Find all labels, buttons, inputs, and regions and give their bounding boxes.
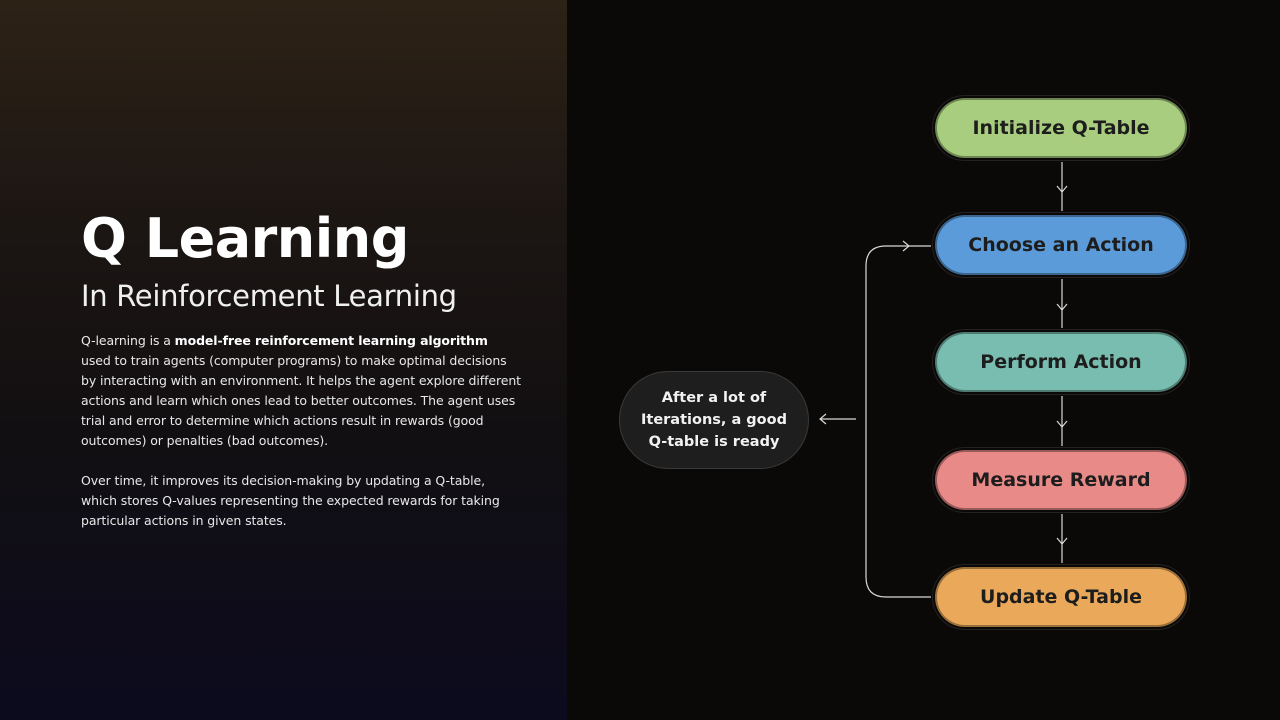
description-paragraph-2: Over time, it improves its decision-maki…: [81, 473, 500, 528]
step-initialize-q-table: Initialize Q-Table: [932, 95, 1190, 161]
step-label: Measure Reward: [971, 469, 1151, 491]
loop-connector: [865, 245, 931, 598]
step-choose-action: Choose an Action: [932, 212, 1190, 278]
arrowhead-1-2: [1056, 185, 1068, 193]
step-measure-reward: Measure Reward: [932, 447, 1190, 513]
description: Q-learning is a model-free reinforcement…: [81, 331, 521, 531]
step-label: Perform Action: [980, 351, 1142, 373]
result-note-text: After a lot of Iterations, a good Q-tabl…: [641, 390, 787, 450]
arrowhead-3-4: [1056, 420, 1068, 428]
result-note: After a lot of Iterations, a good Q-tabl…: [619, 371, 809, 469]
step-label: Update Q-Table: [980, 586, 1142, 608]
step-label: Choose an Action: [968, 234, 1154, 256]
left-panel: [0, 0, 567, 720]
slide-subtitle: In Reinforcement Learning: [81, 279, 457, 313]
arrowhead-4-5: [1056, 537, 1068, 545]
step-perform-action: Perform Action: [932, 329, 1190, 395]
loop-arrowhead: [902, 240, 910, 252]
description-paragraph-1: Q-learning is a model-free reinforcement…: [81, 331, 521, 451]
arrowhead-2-3: [1056, 303, 1068, 311]
step-label: Initialize Q-Table: [972, 117, 1150, 139]
slide-title: Q Learning: [81, 207, 409, 270]
paragraph-1-lead: Q-learning is a: [81, 333, 175, 348]
paragraph-1-emphasis: model-free reinforcement learning algori…: [174, 333, 488, 348]
paragraph-1-rest: used to train agents (computer programs)…: [81, 353, 521, 448]
note-arrowhead: [819, 413, 827, 425]
step-update-q-table: Update Q-Table: [932, 564, 1190, 630]
